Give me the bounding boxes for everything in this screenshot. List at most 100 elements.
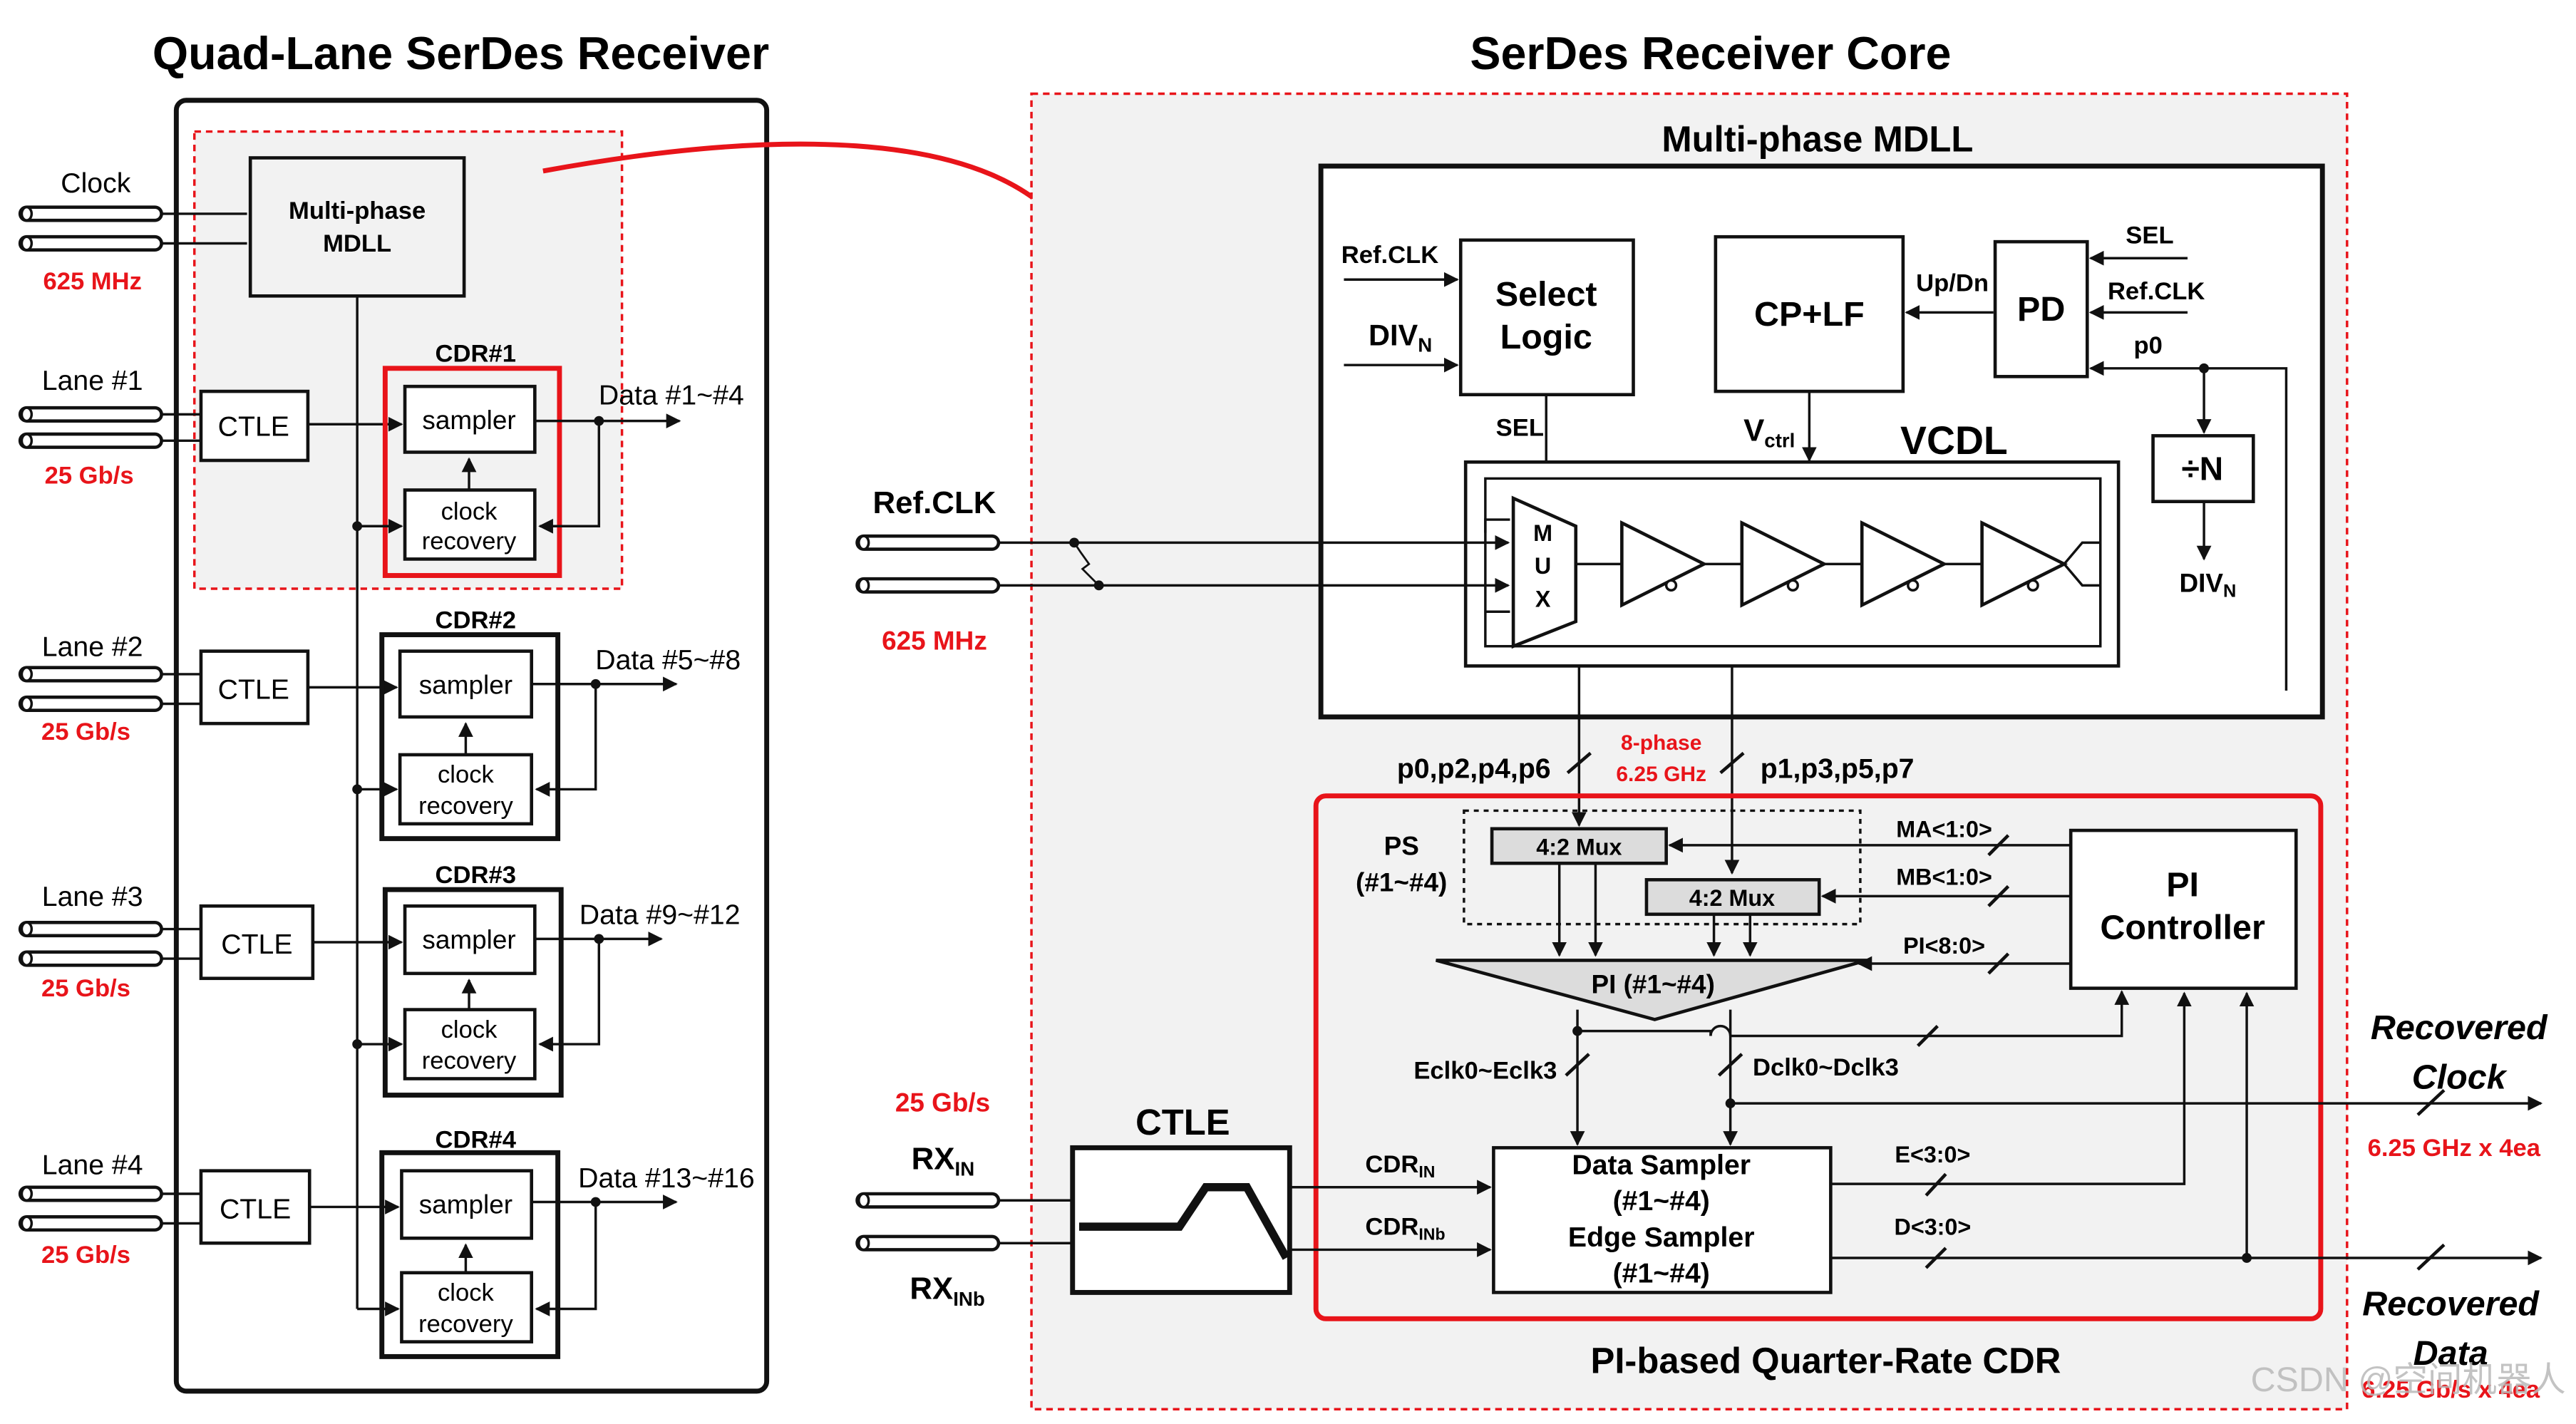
ma-label: MA<1:0> (1896, 816, 1992, 842)
clock-freq: 625 MHz (43, 268, 141, 295)
pd-label: PD (2017, 290, 2065, 329)
sampler-block (403, 384, 537, 454)
lane-cable-icon (20, 1187, 161, 1200)
clock-recovery-label-1: clock (438, 761, 495, 788)
cdr-block (382, 887, 564, 1098)
cdr-label: CDR#1 (436, 341, 516, 368)
ps-region (1463, 809, 1862, 926)
eclk-label: Eclk0~Eclk3 (1413, 1057, 1557, 1084)
mux42-a-block (1490, 827, 1668, 865)
cdr-title: PI-based Quarter-Rate CDR (1590, 1340, 2061, 1381)
data-sampler-label-1: Data Sampler (1572, 1149, 1751, 1180)
zoom-arrow (542, 141, 1080, 249)
pi-block (1436, 959, 1867, 1021)
cdr-block (382, 366, 562, 578)
ps-label-1: PS (1384, 832, 1419, 861)
lane-label: Lane #1 (42, 365, 143, 396)
cdr-label: CDR#2 (436, 607, 516, 634)
pd-block (1993, 239, 2089, 378)
left-frame (173, 98, 770, 1394)
delay-buffer-icon (1620, 520, 1708, 608)
delay-buffer-icon (1980, 520, 2068, 608)
clock-recovery-label-1: clock (441, 1016, 498, 1043)
ext-refclk-label: Ref.CLK (873, 485, 996, 520)
left-mdll-label-1: Multi-phase (289, 197, 426, 225)
clock-cable-icon (20, 237, 161, 249)
rxinb-label: RXINb (910, 1271, 984, 1310)
sel-label: SEL (1496, 414, 1544, 441)
select-logic-label-1: Select (1495, 275, 1597, 314)
lane-cable-icon (20, 697, 161, 710)
recovered-clock-label-1: Recovered (2371, 1008, 2548, 1047)
lane-label: Lane #3 (42, 881, 143, 912)
sampler-label: sampler (422, 406, 515, 435)
rx-cable-icon (857, 1194, 999, 1207)
refclk-cable-icon (857, 579, 999, 592)
ctle-response-icon (1078, 1183, 1290, 1260)
cdr-label: CDR#3 (436, 862, 516, 889)
dclk-label: Dclk0~Dclk3 (1753, 1054, 1899, 1081)
data-output-label: Data #9~#12 (579, 899, 741, 931)
left-title: Quad-Lane SerDes Receiver (153, 28, 769, 79)
clock-recovery-block (400, 1271, 534, 1343)
pd-sel-label: SEL (2126, 222, 2173, 249)
mux42-b-label: 4:2 Mux (1689, 885, 1775, 911)
ctle-block (199, 389, 310, 463)
e-bus-label: E<3:0> (1895, 1142, 1970, 1167)
pi-controller-block (2068, 828, 2298, 990)
ctle-block (199, 1169, 311, 1245)
sampler-label: sampler (419, 671, 512, 700)
mux42-a-label: 4:2 Mux (1536, 835, 1622, 860)
cdr-region (1313, 793, 2324, 1321)
clock-recovery-label-2: recovery (418, 1311, 513, 1338)
clock-recovery-block (403, 1008, 537, 1080)
lane-rate: 25 Gb/s (41, 1242, 130, 1269)
delay-buffer-icon (1740, 520, 1828, 608)
even-phases-label: p0,p2,p4,p6 (1397, 753, 1551, 784)
pd-refclk-label: Ref.CLK (2108, 278, 2205, 305)
sampler-block (403, 904, 537, 976)
refclk-cable-icon (857, 536, 999, 549)
data-output-label: Data #13~#16 (578, 1162, 755, 1194)
mux-letter: X (1535, 586, 1551, 612)
lane-rate: 25 Gb/s (45, 462, 134, 489)
cdr-block (379, 632, 561, 842)
recovered-data-label-1: Recovered (2362, 1285, 2540, 1324)
recovered-data-label-2: Data (2413, 1334, 2488, 1373)
sampler-block (400, 1169, 534, 1240)
lane-cable-icon (20, 952, 161, 965)
lane-cable-icon (20, 668, 161, 681)
lane-label: Lane #2 (42, 631, 143, 663)
right-ctle-title: CTLE (1135, 1102, 1230, 1142)
lane-cable-icon (20, 408, 161, 421)
rx-rate: 25 Gb/s (895, 1088, 990, 1118)
ext-refclk-freq: 625 MHz (882, 626, 987, 655)
lane-cable-icon (20, 1217, 161, 1229)
lane-label: Lane #4 (42, 1149, 143, 1180)
lane-rate: 25 Gb/s (41, 975, 130, 1002)
ctle-block (199, 904, 315, 981)
clock-recovery-label-1: clock (438, 1279, 495, 1306)
right-title: SerDes Receiver Core (1470, 28, 1951, 79)
pi-controller-label-1: PI (2166, 865, 2199, 904)
vctrl-label: Vctrl (1743, 413, 1795, 451)
sampler-label: sampler (419, 1190, 512, 1219)
pi-controller-label-2: Controller (2100, 908, 2265, 946)
vcdl-label: VCDL (1900, 418, 2008, 463)
left-mdll-block (248, 156, 466, 298)
edge-sampler-label-1: Edge Sampler (1568, 1222, 1755, 1253)
select-logic-label-2: Logic (1500, 318, 1592, 356)
cdr-label: CDR#4 (436, 1126, 517, 1153)
select-refclk-label: Ref.CLK (1341, 242, 1438, 269)
div-n-output-label: DIVN (2179, 569, 2236, 602)
select-div-label: DIVN (1369, 319, 1432, 356)
data-output-label: Data #1~#4 (599, 380, 744, 411)
mux-letter: M (1533, 520, 1552, 546)
data-sampler-label-2: (#1~#4) (1613, 1185, 1710, 1217)
mb-label: MB<1:0> (1896, 864, 1992, 889)
cp-lf-label: CP+LF (1754, 295, 1865, 334)
sampler-label: sampler (422, 925, 515, 954)
edge-sampler-label-2: (#1~#4) (1613, 1258, 1710, 1289)
ctle-block (199, 649, 310, 726)
vcdl-loop (1484, 477, 2102, 648)
